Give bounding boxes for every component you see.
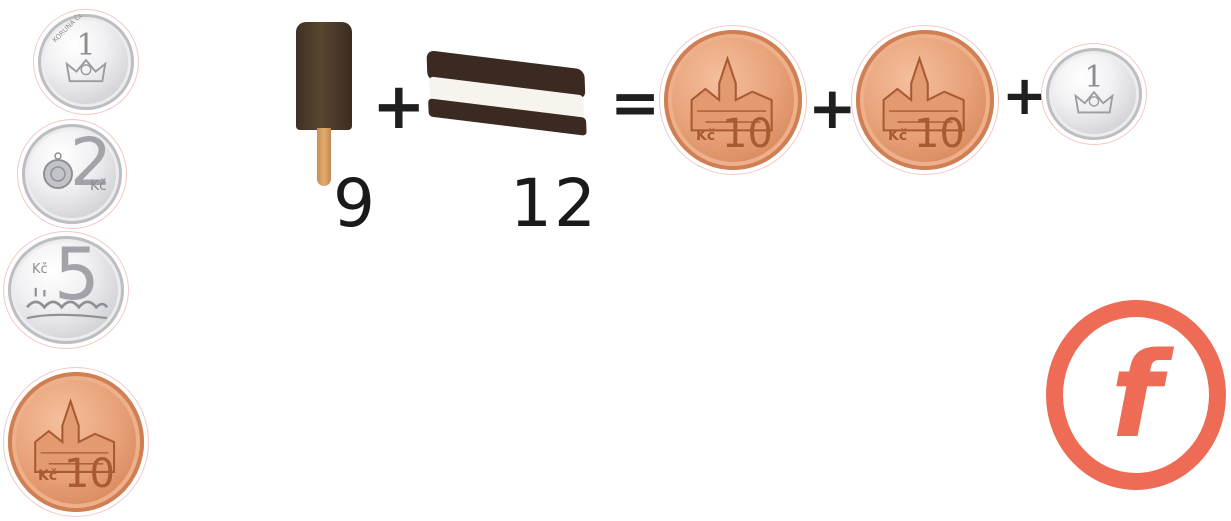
cathedral-icon <box>34 397 116 473</box>
equals-sign: = <box>610 68 661 138</box>
coin-currency: Kč <box>90 178 107 194</box>
coin-denomination: 10 <box>64 451 115 497</box>
result-coin-10-czk: 10 Kč <box>659 25 807 175</box>
coin-1-czk: KORUNA ČESKÁ 1 <box>33 9 139 115</box>
cathedral-icon <box>882 55 965 132</box>
coin-currency: Kč <box>32 262 48 277</box>
cathedral-icon <box>690 55 773 132</box>
result-coin-10-czk: 10 Kč <box>851 25 999 175</box>
popsicle-price: 9 <box>333 165 377 242</box>
plus-sign: + <box>1002 64 1048 127</box>
coin-denomination: 10 <box>722 111 773 157</box>
coin-currency: Kč <box>888 128 908 144</box>
coin-5-czk: 5 Kč <box>3 231 129 349</box>
logo-letter: f <box>1110 326 1162 464</box>
pendant-icon <box>43 152 73 189</box>
coin-denomination: 1 <box>76 28 96 63</box>
plus-sign: + <box>808 74 857 142</box>
coin-denomination: 5 <box>54 232 100 316</box>
coin-denomination: 10 <box>914 111 965 157</box>
coin-denomination: 1 <box>1084 60 1104 95</box>
result-coin-1-czk: 1 <box>1041 43 1147 145</box>
coin-2-czk: 2 Kč <box>17 119 127 229</box>
crown-icon <box>1074 90 1114 114</box>
plus-sign: + <box>372 70 426 144</box>
coin-10-czk: 10 Kč <box>3 367 149 517</box>
brand-logo: f <box>1046 300 1226 490</box>
bridge-icon <box>26 287 109 320</box>
coin-currency: Kč <box>696 128 716 144</box>
coin-denomination: 2 <box>70 124 112 201</box>
coin-currency: Kč <box>38 468 58 484</box>
sandwich-price: 12 <box>510 165 598 242</box>
coin-rim-text: KORUNA ČESKÁ <box>50 14 94 44</box>
crown-icon: KORUNA ČESKÁ <box>50 14 107 83</box>
